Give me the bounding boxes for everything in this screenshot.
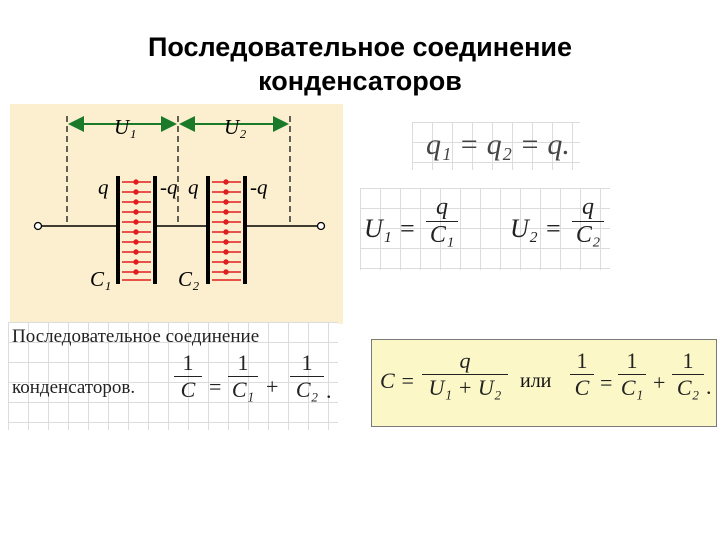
u1-numerator: q (436, 194, 448, 220)
u1-denominator: C₁ (429, 222, 455, 248)
dashed-guides (66, 116, 291, 226)
capacitor-2 (206, 176, 247, 284)
left-terminal (33, 221, 43, 231)
result-fraction-c1: 1 C₁ (618, 348, 646, 401)
capacitor-1 (116, 176, 157, 284)
u2-fraction: q C₂ (572, 194, 604, 249)
result-numerator: q (459, 348, 471, 373)
u2-denominator: C₂ (575, 222, 601, 248)
or-word: или (520, 370, 552, 392)
result-equals: = (600, 370, 613, 395)
series-rule-line-2: конденсаторов. (12, 377, 136, 398)
u2-lhs: U₂ = (510, 214, 562, 243)
u1-fraction: q C₁ (426, 194, 458, 249)
result-lhs: C = (380, 368, 416, 393)
result-period: . (706, 374, 712, 399)
result-fraction-c2: 1 C₂ (672, 348, 704, 401)
c1-minus-charge: -q (160, 175, 178, 199)
rule-plus: + (266, 374, 279, 399)
u1-label: U₁ (114, 115, 136, 139)
rule-fraction-c2: 1 C₂ (290, 350, 324, 403)
u1-lhs: U₁ = (364, 214, 416, 243)
title-line-1: Последовательное соединение (147, 32, 573, 62)
result-fraction: q U₁ + U₂ (422, 348, 508, 401)
result-plus: + (653, 370, 666, 395)
circuit-drawing: U₁ U₂ q -q q -q C₁ C₂ (33, 115, 326, 291)
c2-plus-charge: q (188, 175, 199, 199)
title-line-2: конденсаторов (258, 66, 462, 96)
capacitor-circuit-diagram: U₁ U₂ q -q q -q C₁ C₂ (10, 104, 343, 324)
c1-plus-charge: q (98, 175, 109, 199)
rule-period: . (326, 378, 332, 403)
charges-equation: q₁ = q₂ = q. (412, 122, 580, 170)
u2-numerator: q (582, 194, 594, 220)
series-connection-rule: Последовательное соединение конденсаторо… (8, 322, 338, 430)
charges-equation-text: q₁ = q₂ = q. (426, 128, 570, 161)
right-terminal (316, 221, 326, 231)
c2-minus-charge: -q (250, 175, 268, 199)
rule-fraction-c1: 1 C₁ (228, 350, 258, 403)
c2-label: C₂ (178, 267, 199, 291)
rule-equals: = (209, 374, 222, 399)
c1-label: C₁ (90, 267, 111, 291)
capacitance-result-box: C = q U₁ + U₂ или 1 C = 1 C₁ + 1 C₂ . (371, 339, 717, 427)
result-fraction-total: 1 C (570, 348, 594, 401)
series-rule-line-1: Последовательное соединение (12, 326, 260, 347)
page-title: Последовательное соединение конденсаторо… (0, 30, 720, 98)
voltage-equations: U₁ = q C₁ U₂ = q C₂ (360, 188, 610, 270)
rule-fraction-total: 1 C (174, 350, 202, 403)
result-denominator: U₁ + U₂ (428, 375, 502, 400)
u2-label: U₂ (224, 115, 246, 139)
